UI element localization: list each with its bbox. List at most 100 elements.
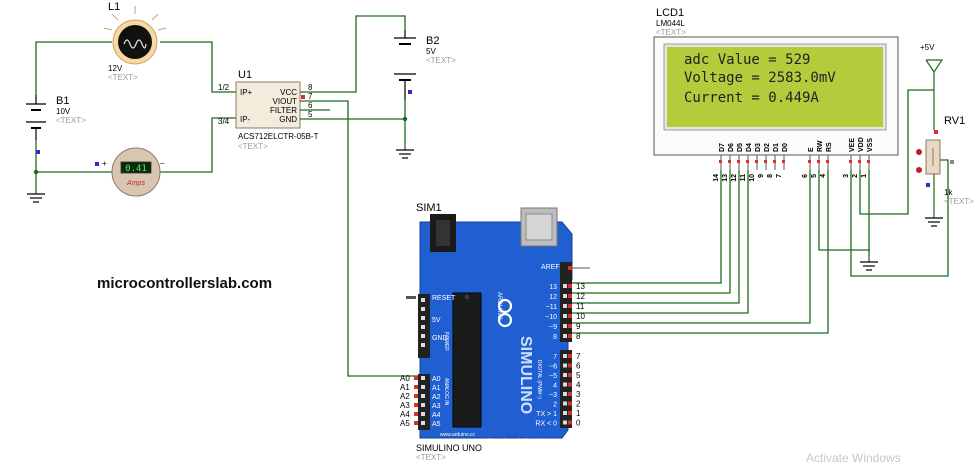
arduino-power-pin-socket[interactable]: [421, 298, 425, 302]
battery-b2-value: 5V: [426, 47, 436, 56]
arduino-site1: www.arduino.cc: [440, 432, 476, 438]
battery-b1[interactable]: [26, 95, 46, 154]
arduino-analog-pin-socket[interactable]: [421, 421, 425, 425]
arduino-digital-pin-socket[interactable]: [563, 382, 567, 387]
lcd-pin-marker: [849, 160, 852, 163]
arduino-digital-pin-socket[interactable]: [563, 363, 567, 368]
arduino-site2: blogembarcado.blogspot.com: [488, 438, 554, 444]
arduino-power-pin-socket[interactable]: [421, 316, 425, 320]
arduino-digital-pin-socket[interactable]: [563, 411, 567, 415]
lcd-pin-number: 12: [731, 174, 738, 182]
lcd-pin-label: VDD: [858, 137, 865, 152]
arduino-digital-pin-number: 6: [576, 362, 581, 371]
lcd-pin-marker: [764, 160, 767, 163]
activate-windows-watermark: Activate Windows: [806, 451, 901, 462]
lcd-pin-number: 4: [820, 174, 827, 178]
pot-supply: +5V: [920, 43, 935, 52]
lcd-pin-label: E: [808, 147, 815, 152]
arduino-digital-pin-marker: [568, 420, 572, 425]
arduino-analog-pin-marker: [414, 385, 418, 389]
sensor-pin-gnd: GND: [279, 115, 297, 124]
lamp-l1-value: 12V: [108, 64, 123, 73]
pot-ref: RV1: [944, 115, 965, 127]
arduino-digital-pin-number: 9: [576, 322, 581, 331]
lcd-pin-number: 1: [861, 174, 868, 178]
potentiometer-rv1[interactable]: [916, 59, 954, 218]
arduino-digital-pin-socket[interactable]: [563, 373, 567, 377]
arduino-5v-label: 5V: [432, 317, 441, 324]
arduino-digital-pin-marker: [568, 382, 572, 387]
arduino-power-pin-socket[interactable]: [421, 307, 425, 311]
lcd-pin-label: D5: [737, 143, 744, 152]
arduino-ref: SIM1: [416, 202, 442, 214]
lcd-pin-marker: [737, 160, 740, 163]
arduino-digital-pin-socket[interactable]: [563, 392, 567, 396]
battery-b1-value: 10V: [56, 107, 71, 116]
arduino-digital-pin-label: 13: [549, 284, 557, 291]
arduino-digital-pin-label: TX > 1: [536, 411, 557, 418]
arduino-analog-pin-socket[interactable]: [421, 385, 425, 389]
lcd-pin-marker: [808, 160, 811, 163]
lcd-ref: LCD1: [656, 7, 684, 19]
arduino-analog-pin-label: A5: [432, 421, 441, 428]
arduino-digital-pin-label: ~6: [549, 364, 557, 371]
arduino-analog-pin-socket[interactable]: [421, 403, 425, 407]
lcd-pin-number: 11: [740, 174, 747, 182]
arduino-digital-pin-socket[interactable]: [563, 334, 567, 338]
arduino-analog-pin-socket[interactable]: [421, 376, 425, 380]
arduino-analog-pin-label: A1: [432, 385, 441, 392]
arduino-digital-pin-number: 4: [576, 381, 581, 390]
arduino-digital-pin-marker: [568, 314, 572, 318]
battery-b2[interactable]: [394, 30, 416, 100]
arduino-digital-pin-socket[interactable]: [563, 304, 567, 308]
sensor-text: <TEXT>: [238, 142, 268, 151]
arduino-digital-pin-label: 4: [553, 383, 557, 390]
arduino-digital-pin-socket[interactable]: [563, 401, 567, 406]
ammeter[interactable]: + − 0.41 Amps: [95, 147, 165, 197]
arduino-digital-label: DIGITAL (PWM~): [536, 360, 542, 399]
sensor-num-6: 6: [308, 101, 313, 110]
lamp-l1-ref: L1: [108, 1, 120, 13]
lamp-l1[interactable]: [103, 6, 167, 65]
arduino-digital-pin-number: 7: [576, 352, 581, 361]
ammeter-reading: 0.41: [125, 164, 147, 174]
lcd-pin-number: 3: [843, 174, 850, 178]
arduino-digital-pin-marker: [568, 354, 572, 358]
sensor-pin-viout: VIOUT: [273, 97, 298, 106]
arduino-digital-pin-socket[interactable]: [563, 354, 567, 358]
arduino-digital-pin-label: ~9: [549, 324, 557, 331]
arduino-digital-pin-socket[interactable]: [563, 420, 567, 425]
arduino-digital-pin-socket[interactable]: [563, 324, 567, 328]
ground-symbol-lcd: [860, 261, 878, 271]
arduino-digital-pin-socket[interactable]: [563, 294, 567, 298]
arduino-digital-pin-socket[interactable]: [563, 314, 567, 318]
lcd-pin-number: 6: [802, 174, 809, 178]
arduino-analog-pin-number: A5: [400, 419, 410, 428]
lcd-line-3: Current = 0.449A: [684, 90, 819, 106]
arduino-board[interactable]: [418, 207, 573, 439]
lcd-lm044l[interactable]: adc Value = 529 Voltage = 2583.0mV Curre…: [653, 36, 899, 156]
battery-b1-text: <TEXT>: [56, 116, 86, 125]
arduino-analog-pin-number: A3: [400, 401, 410, 410]
ammeter-minus: −: [160, 159, 165, 168]
arduino-digital-pin-socket[interactable]: [563, 284, 567, 288]
wire-lcd-d5: [568, 170, 740, 304]
arduino-digital-pin-number: 2: [576, 400, 581, 409]
arduino-digital-pin-marker: [568, 294, 572, 298]
wire-viout-a0: [314, 100, 420, 377]
arduino-analog-pin-socket[interactable]: [421, 394, 425, 398]
current-sensor-u1[interactable]: IP+ IP- VCC VIOUT FILTER GND: [235, 81, 330, 129]
lcd-pin-marker: [773, 160, 776, 163]
arduino-power-pin-socket[interactable]: [421, 325, 425, 329]
lcd-line-2: Voltage = 2583.0mV: [684, 70, 836, 86]
arduino-power-pin-socket[interactable]: [421, 343, 425, 347]
arduino-analog-pin-socket[interactable]: [421, 412, 425, 416]
arduino-analog-label: ANALOG IN: [443, 378, 449, 406]
arduino-analog-pin-number: A1: [400, 383, 410, 392]
lcd-pin-group: D714D613D512D411D310D29D18D07E6RW5RS4VEE…: [713, 137, 874, 182]
arduino-power-pin-socket[interactable]: [421, 334, 425, 338]
lcd-pin-marker: [867, 160, 870, 163]
wire-b1-lamp: [35, 41, 112, 95]
arduino-analog-pin-marker: [414, 403, 418, 407]
